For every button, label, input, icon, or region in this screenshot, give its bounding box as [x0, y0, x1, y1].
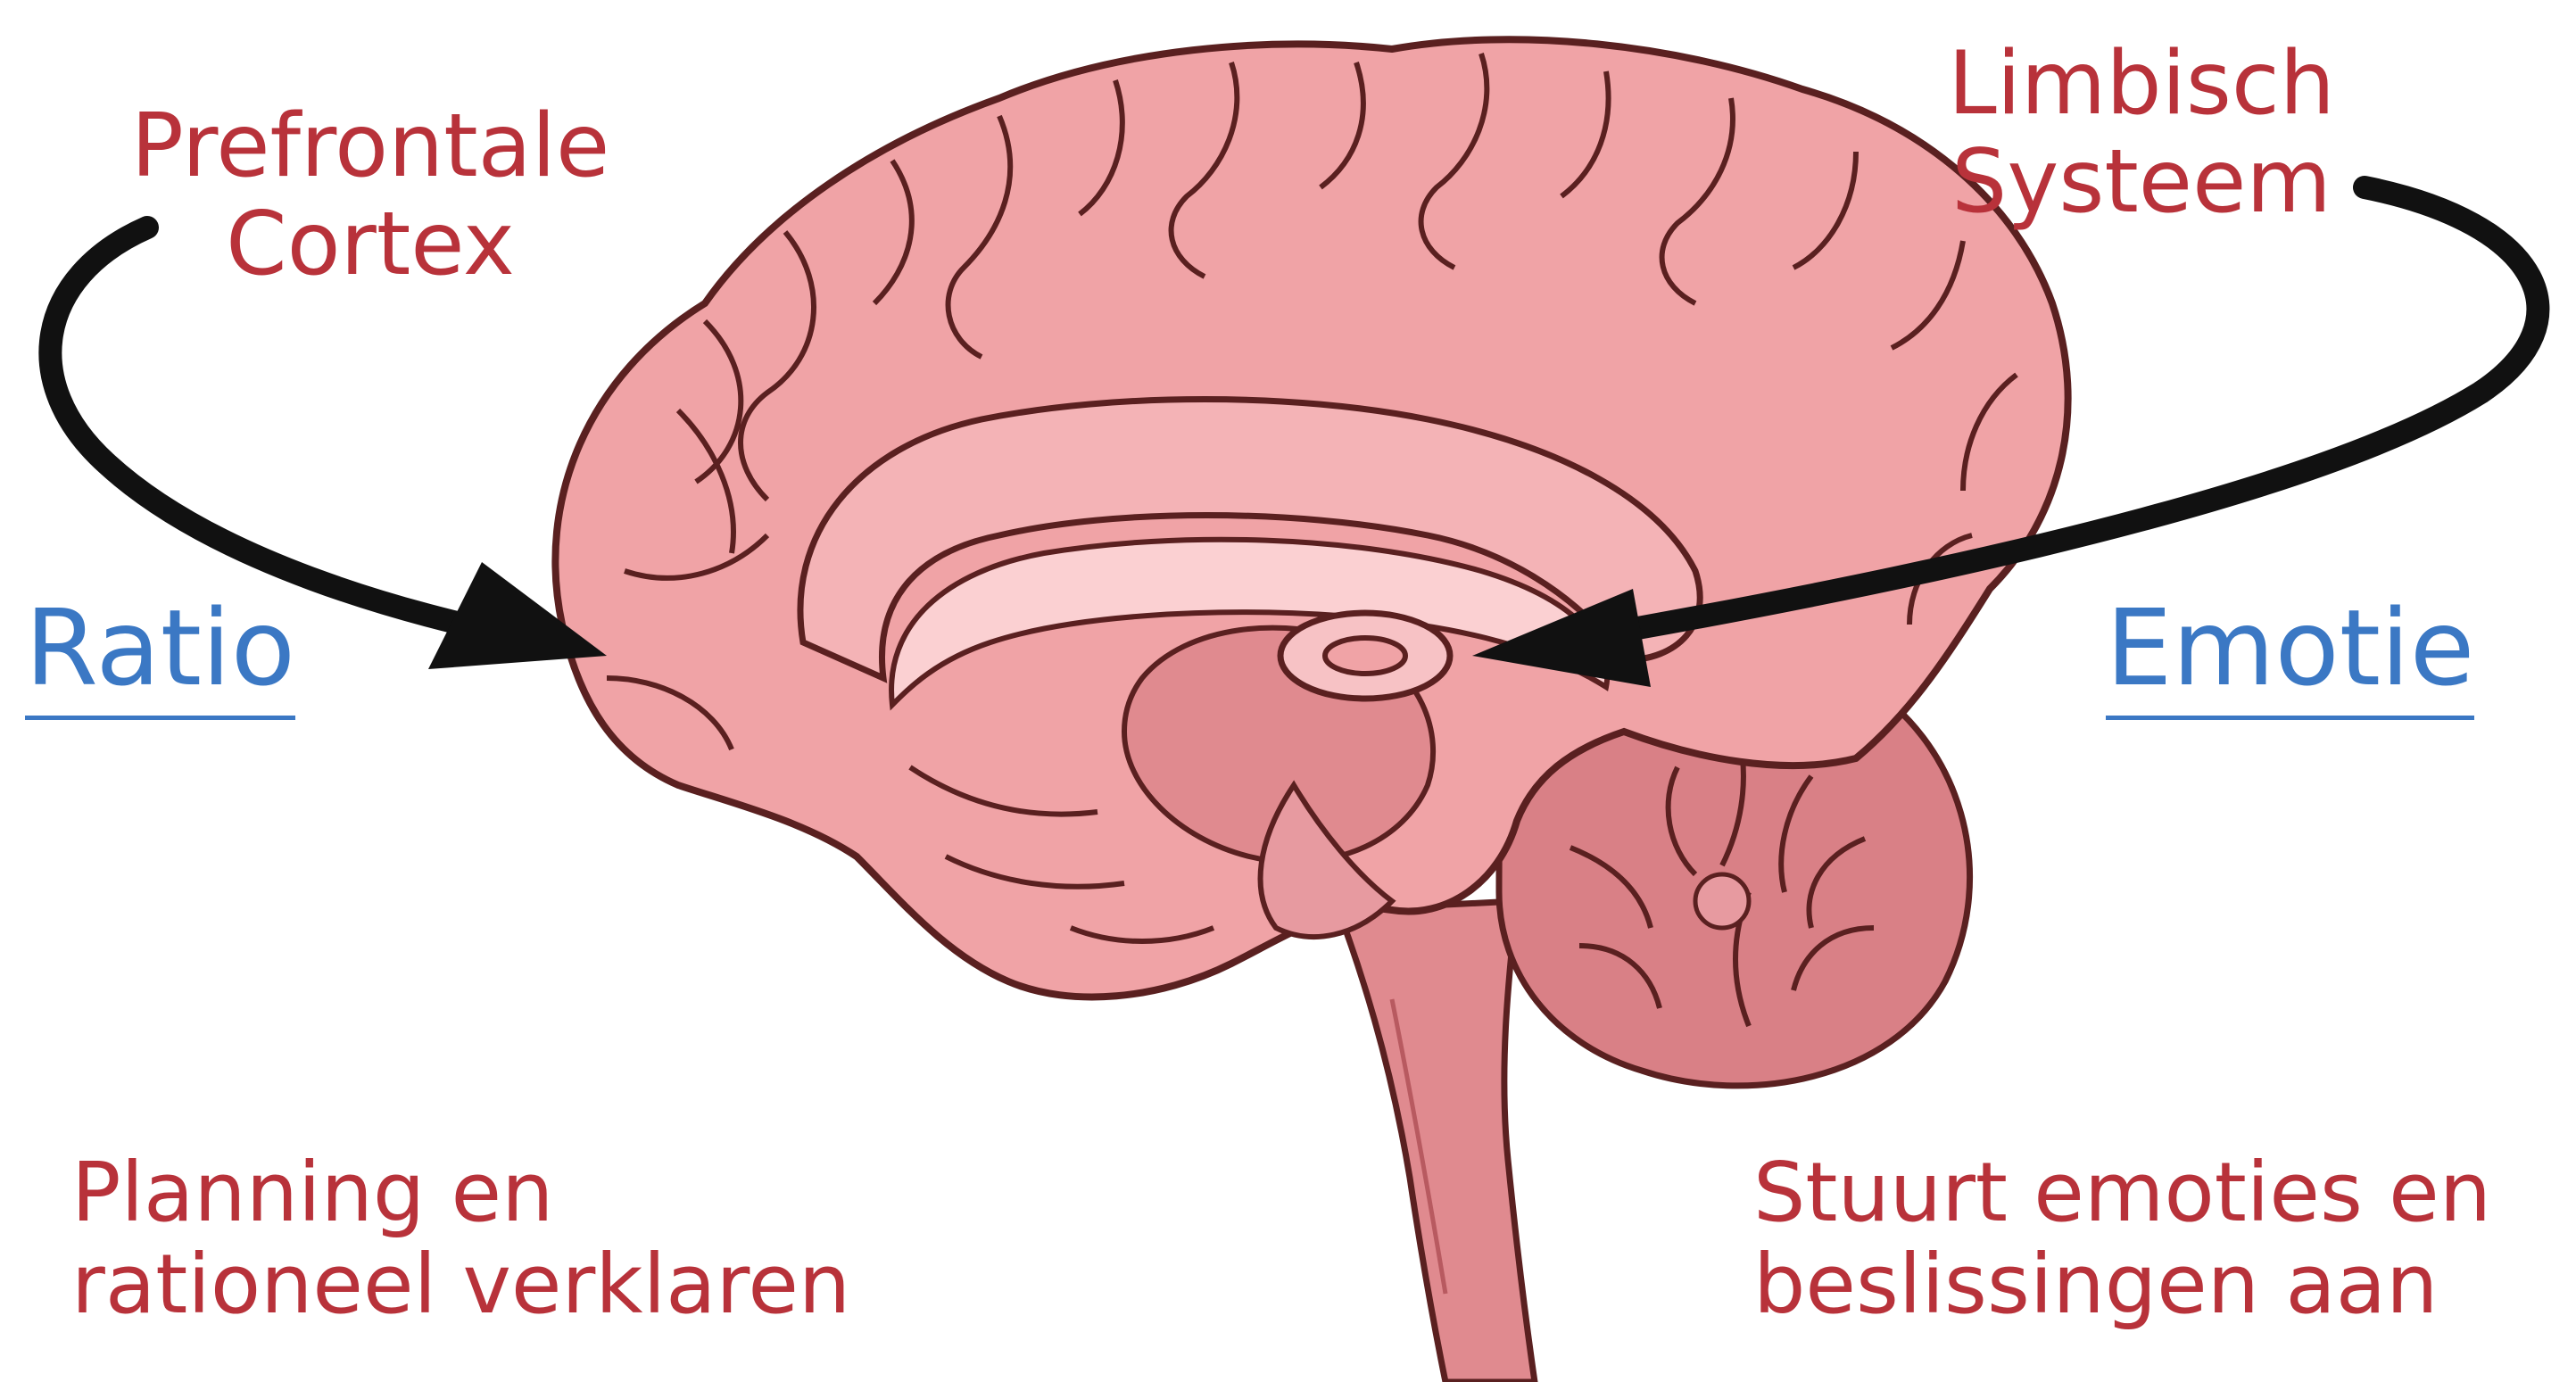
limbic-description: Stuurt emoties en beslissingen aan	[1753, 1146, 2491, 1330]
prefrontal-description: Planning en rationeel verklaren	[71, 1146, 850, 1330]
prefrontal-cortex-label: Prefrontale Cortex	[85, 98, 656, 294]
limbic-line-1: Limbisch	[1892, 36, 2391, 134]
right-desc-line-2: beslissingen aan	[1753, 1238, 2491, 1330]
limbic-system-label: Limbisch Systeem	[1892, 36, 2391, 232]
prefrontal-line-2: Cortex	[85, 196, 656, 294]
left-desc-line-1: Planning en	[71, 1146, 850, 1238]
right-desc-line-1: Stuurt emoties en	[1753, 1146, 2491, 1238]
prefrontal-line-1: Prefrontale	[85, 98, 656, 196]
left-desc-line-2: rationeel verklaren	[71, 1238, 850, 1330]
brainstem	[1338, 901, 1535, 1382]
ratio-label: Ratio	[25, 589, 295, 720]
limbic-line-2: Systeem	[1892, 134, 2391, 232]
emotie-label: Emotie	[2106, 589, 2474, 720]
